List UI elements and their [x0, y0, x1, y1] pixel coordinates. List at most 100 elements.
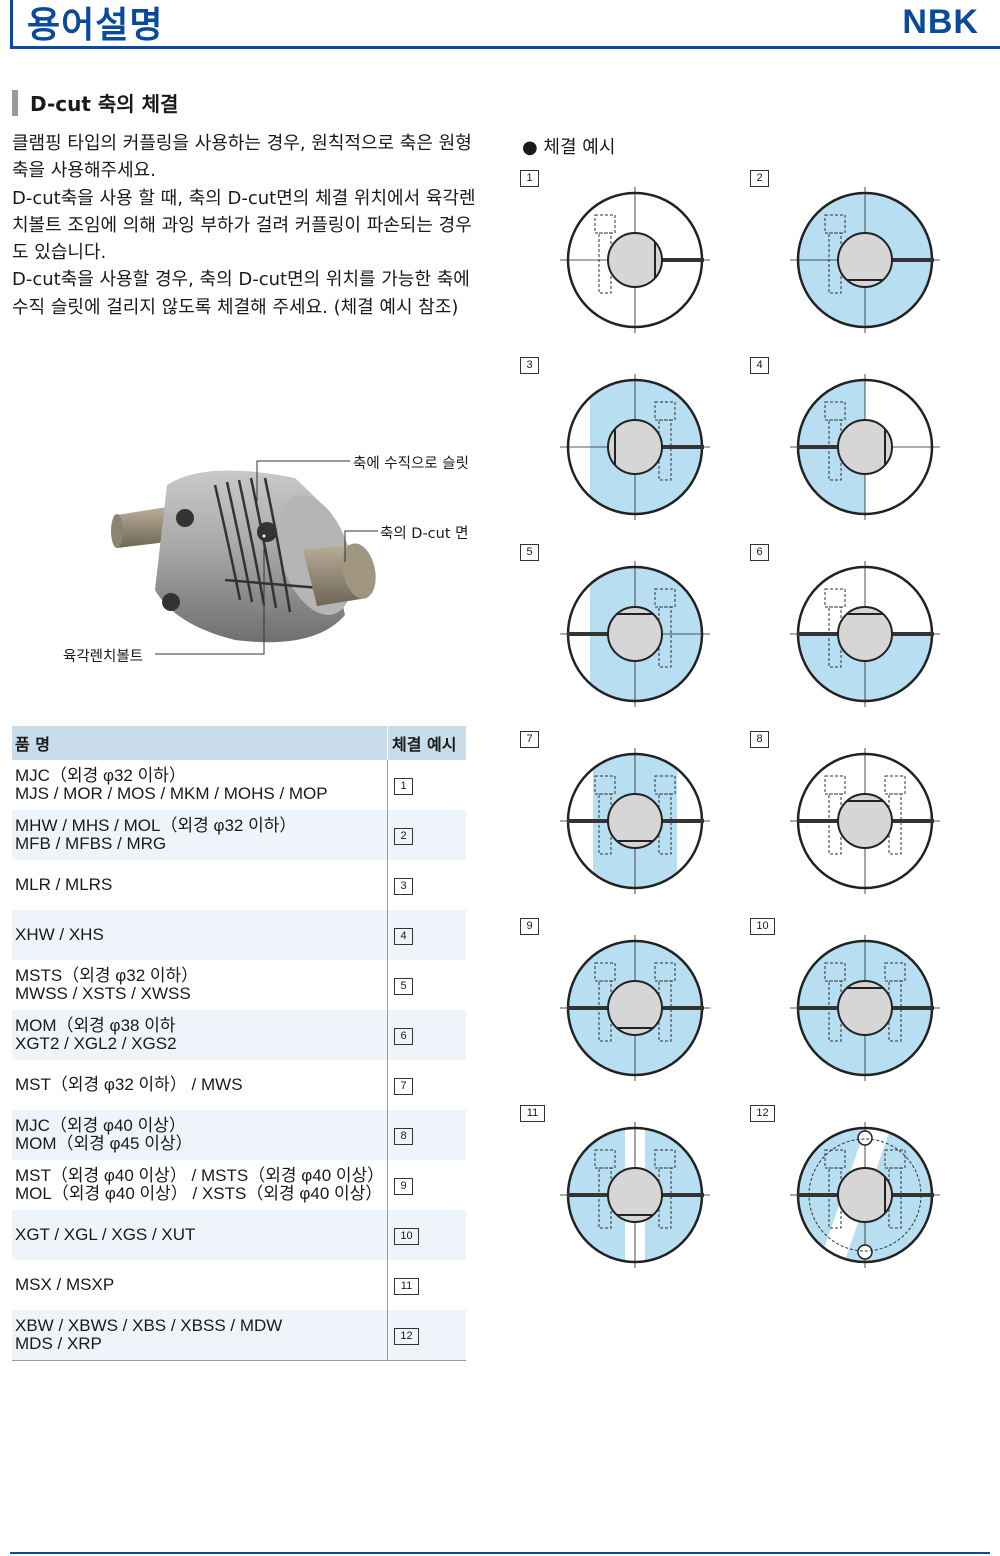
header-example: 체결 예시 — [387, 726, 466, 760]
example-number-box: 6 — [750, 544, 769, 561]
product-line: MOM（외경 φ45 이상） — [15, 1134, 193, 1153]
example-number-box: 7 — [520, 731, 539, 748]
example-number-box: 6 — [394, 1028, 413, 1045]
callout-slit: 축에 수직으로 슬릿 — [353, 456, 469, 472]
example-number-box: 1 — [520, 170, 539, 187]
nbk-logo: NBK — [902, 3, 979, 41]
paragraph: 클램핑 타입의 커플링을 사용하는 경우, 원칙적으로 축은 원형축을 사용해주… — [12, 133, 472, 182]
example-number-box: 7 — [394, 1078, 413, 1095]
coupling-illustration — [111, 460, 378, 655]
product-line: MST（외경 φ32 이하） / MWS — [15, 1074, 243, 1094]
product-line: XGT / XGL / XGS / XUT — [15, 1224, 196, 1244]
callout-dcut: 축의 D-cut 면 — [380, 526, 469, 542]
example-number-box: 12 — [394, 1328, 419, 1345]
example-number-box: 5 — [520, 544, 539, 561]
example-diagram — [790, 374, 940, 520]
table-body: MJC（외경 φ32 이하）MJS / MOR / MOS / MKM / MO… — [12, 760, 466, 1361]
table-row: MST（외경 φ40 이상） / MSTS（외경 φ40 이상）MOL（외경 φ… — [12, 1160, 466, 1210]
table-row: MSX / MSXP 11 — [12, 1260, 466, 1310]
section-bar — [12, 90, 18, 116]
table-row: MST（외경 φ32 이하） / MWS 7 — [12, 1060, 466, 1110]
product-line: MOL（외경 φ40 이상） / XSTS（외경 φ40 이상） — [15, 1184, 383, 1203]
example-number-box: 4 — [394, 928, 413, 945]
product-line: MOM（외경 φ38 이하 — [15, 1015, 176, 1035]
header-product-name: 품 명 — [12, 726, 388, 760]
example-number-box: 9 — [394, 1178, 413, 1195]
example-number-box: 4 — [750, 357, 769, 374]
table-row: MJC（외경 φ40 이상）MOM（외경 φ45 이상） 8 — [12, 1110, 466, 1160]
example-number-box: 2 — [750, 170, 769, 187]
example-cell: 9 — [387, 1160, 466, 1210]
example-number-box: 9 — [520, 918, 539, 935]
example-diagram — [560, 935, 710, 1081]
body-text: 클램핑 타입의 커플링을 사용하는 경우, 원칙적으로 축은 원형축을 사용해주… — [12, 130, 482, 321]
example-cell: 6 — [387, 1010, 466, 1060]
example-diagram — [560, 374, 710, 520]
product-name-cell: MSTS（외경 φ32 이하）MWSS / XSTS / XWSS — [12, 960, 388, 1010]
example-diagram — [560, 748, 710, 894]
product-name-cell: MJC（외경 φ40 이상）MOM（외경 φ45 이상） — [12, 1110, 388, 1160]
example-cell: 8 — [387, 1110, 466, 1160]
product-line: XHW / XHS — [15, 924, 104, 944]
paragraph: D-cut축을 사용할 경우, 축의 D-cut면의 위치를 가능한 축에 수직… — [12, 269, 470, 318]
product-line: XBW / XBWS / XBS / XBSS / MDW — [15, 1315, 283, 1335]
product-line: XGT2 / XGL2 / XGS2 — [15, 1034, 177, 1053]
product-line: MWSS / XSTS / XWSS — [15, 984, 191, 1003]
section-title: D-cut 축의 체결 — [30, 92, 179, 116]
product-line: MJC（외경 φ40 이상） — [15, 1115, 186, 1135]
example-number-box: 8 — [750, 731, 769, 748]
product-line: MSTS（외경 φ32 이하） — [15, 965, 199, 985]
bolt-hole — [257, 522, 277, 542]
example-diagram — [560, 1122, 710, 1268]
product-line: MJS / MOR / MOS / MKM / MOHS / MOP — [15, 784, 328, 803]
callout-bolt: 육각렌치볼트 — [63, 649, 144, 665]
example-cell: 7 — [387, 1060, 466, 1110]
example-diagram — [790, 748, 940, 894]
product-line: MDS / XRP — [15, 1334, 102, 1353]
product-line: MJC（외경 φ32 이하） — [15, 765, 186, 785]
example-number-box: 3 — [394, 878, 413, 895]
example-diagram — [560, 187, 710, 333]
page-title: 용어설명 — [27, 5, 164, 46]
product-line: MSX / MSXP — [15, 1274, 115, 1294]
table-row: MJC（외경 φ32 이하）MJS / MOR / MOS / MKM / MO… — [12, 760, 466, 810]
example-diagram — [790, 935, 940, 1081]
product-line: MLR / MLRS — [15, 874, 113, 894]
page-header: 용어설명 NBK — [10, 0, 1000, 49]
table-row: MLR / MLRS 3 — [12, 860, 466, 910]
table-row: XGT / XGL / XGS / XUT 10 — [12, 1210, 466, 1260]
example-cell: 3 — [387, 860, 466, 910]
example-number-box: 11 — [520, 1105, 545, 1122]
product-line: MFB / MFBS / MRG — [15, 834, 167, 853]
example-cell: 1 — [387, 760, 466, 810]
product-name-cell: MHW / MHS / MOL（외경 φ32 이하）MFB / MFBS / M… — [12, 810, 388, 860]
example-number-box: 12 — [750, 1105, 775, 1122]
product-name-cell: XHW / XHS — [12, 910, 388, 960]
product-name-cell: MST（외경 φ40 이상） / MSTS（외경 φ40 이상）MOL（외경 φ… — [12, 1160, 388, 1210]
example-number-box: 10 — [394, 1228, 419, 1245]
paragraph: D-cut축을 사용 할 때, 축의 D-cut면의 체결 위치에서 육각렌치볼… — [12, 187, 476, 264]
example-diagram — [790, 187, 940, 333]
product-name-cell: MJC（외경 φ32 이하）MJS / MOR / MOS / MKM / MO… — [12, 760, 388, 810]
table-header-row: 품 명 체결 예시 — [12, 726, 466, 760]
example-cell: 2 — [387, 810, 466, 860]
product-name-cell: MLR / MLRS — [12, 860, 388, 910]
example-number-box: 11 — [394, 1278, 419, 1295]
example-cell: 11 — [387, 1260, 466, 1310]
example-number-box: 8 — [394, 1128, 413, 1145]
product-name-cell: XGT / XGL / XGS / XUT — [12, 1210, 388, 1260]
example-diagram — [790, 561, 940, 707]
example-diagram — [560, 561, 710, 707]
table-row: XHW / XHS 4 — [12, 910, 466, 960]
bolt-hole — [162, 593, 180, 611]
example-cell: 5 — [387, 960, 466, 1010]
table-row: MHW / MHS / MOL（외경 φ32 이하）MFB / MFBS / M… — [12, 810, 466, 860]
example-cell: 10 — [387, 1210, 466, 1260]
example-diagram — [790, 1122, 940, 1268]
example-number-box: 5 — [394, 978, 413, 995]
example-number-box: 3 — [520, 357, 539, 374]
